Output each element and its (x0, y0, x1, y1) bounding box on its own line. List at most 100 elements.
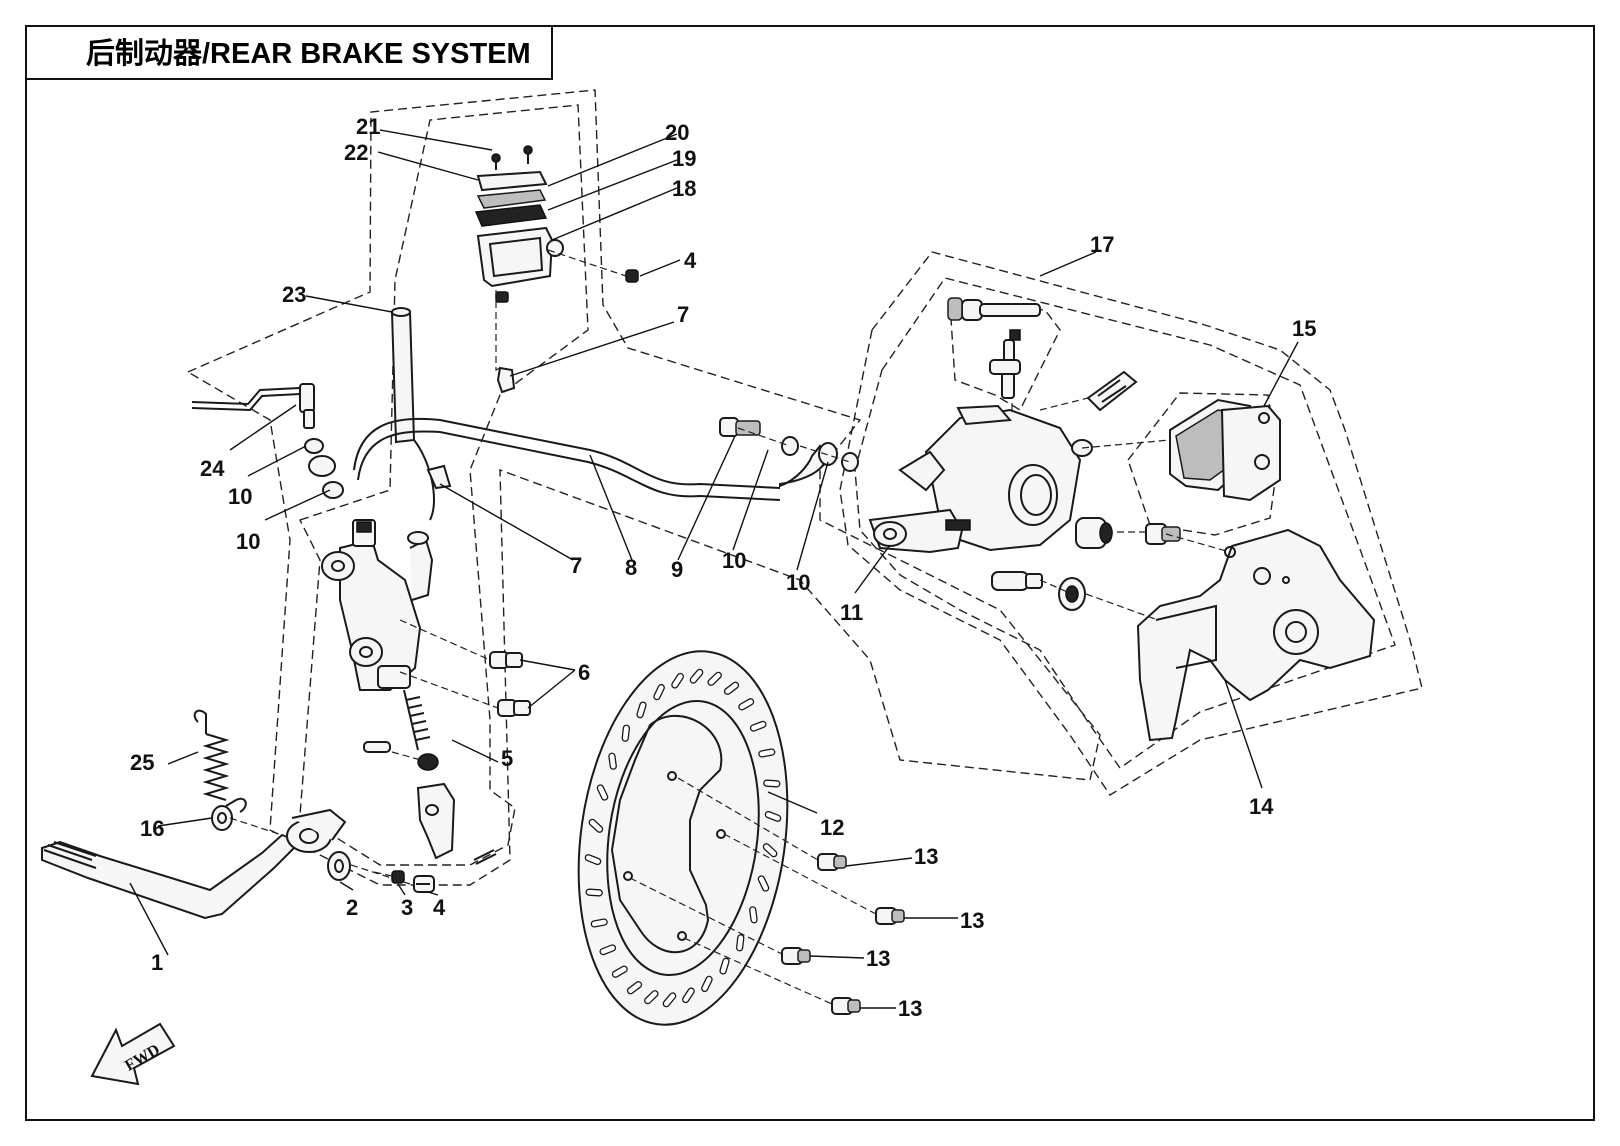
banjo-bolt (719, 417, 761, 437)
callout-15: 15 (1292, 316, 1316, 341)
disc-vent-slot (644, 990, 659, 1005)
disc-vent-slots (584, 668, 782, 1008)
master-cylinder (321, 519, 497, 865)
disc-vent-slot (636, 701, 647, 719)
disc-vent-slot (749, 906, 758, 924)
pin-boundary (949, 303, 1061, 411)
callout-10-switch-b: 10 (236, 529, 260, 554)
copper-washer-b (322, 481, 344, 499)
brake-light-switch (191, 383, 315, 429)
callout-8: 8 (625, 555, 637, 580)
caliper-bracket (1136, 528, 1376, 742)
disc-vent-slot (588, 818, 604, 833)
reservoir-assembly (474, 145, 564, 303)
disc-vent-slot (611, 965, 628, 978)
disc-vent-slot (662, 992, 677, 1008)
callout-4-pedal: 4 (433, 895, 446, 920)
disc-vent-slot (585, 888, 603, 897)
reservoir-hose (390, 307, 435, 521)
master-cylinder-boundary-inner (299, 104, 589, 866)
washer-2-hole (334, 859, 344, 873)
diagram-frame (25, 25, 1595, 1121)
disc-bolt-1 (817, 853, 847, 871)
callout-21: 21 (356, 114, 380, 139)
callout-17: 17 (1090, 232, 1114, 257)
callout-25: 25 (130, 750, 154, 775)
disc-vent-slot (689, 668, 704, 684)
copper-washer-d (841, 452, 859, 472)
title-box (25, 25, 553, 80)
brake-pedal (41, 808, 347, 920)
callout-18: 18 (672, 176, 696, 201)
fwd-arrow: FWD (90, 1022, 176, 1086)
master-cylinder-boundary-outer (186, 89, 1101, 886)
disc-vent-slot (757, 875, 770, 892)
callout-2: 2 (346, 895, 358, 920)
disc-vent-slot (653, 683, 665, 701)
disc-vent-slot (763, 779, 781, 788)
disc-vent-slot (621, 724, 631, 742)
callout-labels: 1 2 3 4 4 5 6 7 7 8 9 10 10 10 10 11 12 … (130, 114, 1316, 1021)
callout-4-reservoir: 4 (684, 248, 697, 273)
callout-10-hose: 10 (722, 548, 746, 573)
callout-23: 23 (282, 282, 306, 307)
leader-lines (129, 129, 1299, 1009)
callout-5: 5 (501, 746, 513, 771)
return-spring (193, 709, 247, 813)
disc-vent-slot (590, 918, 608, 928)
disc-vent-slot (596, 784, 609, 801)
washer-16-hole (217, 812, 227, 824)
caliper-boundary-inner (854, 277, 1396, 769)
copper-washer-a (304, 438, 324, 454)
washer-2 (327, 851, 351, 881)
diagram-title: 后制动器/REAR BRAKE SYSTEM (86, 37, 531, 70)
disc-vent-slot (735, 934, 745, 952)
callout-10-caliper: 10 (786, 570, 810, 595)
disc-vent-slot (749, 720, 767, 732)
callout-13-b: 13 (960, 908, 984, 933)
nut-3 (391, 870, 405, 884)
disc-vent-slot (764, 810, 782, 822)
disc-vent-slot (626, 981, 643, 995)
disc-bolt-4 (831, 997, 861, 1015)
nut-4-reservoir (625, 269, 639, 283)
banjo-fitting-right (818, 442, 838, 466)
brake-pads (1169, 398, 1281, 502)
callout-11: 11 (840, 600, 863, 625)
callout-6: 6 (578, 660, 590, 685)
pin-cap (947, 297, 963, 321)
callout-20: 20 (665, 120, 689, 145)
callout-12: 12 (820, 815, 844, 840)
washer-16 (211, 805, 233, 831)
disc-vent-slot (682, 987, 695, 1004)
master-cylinder-bolt-lower (497, 699, 531, 717)
callout-13-d: 13 (898, 996, 922, 1021)
brake-disc (577, 650, 789, 1026)
master-cylinder-bolt-upper (489, 651, 523, 669)
hose-clamp-upper (496, 366, 516, 394)
disc-vent-slot (719, 957, 730, 975)
disc-vent-slot (599, 944, 617, 956)
caliper-mount-bolt (1145, 523, 1181, 545)
disc-vent-slot (671, 672, 684, 689)
callout-24: 24 (200, 456, 225, 481)
disc-vent-slot (762, 843, 778, 858)
caliper-slide-pin (961, 299, 1041, 375)
callout-3: 3 (401, 895, 413, 920)
callout-16: 16 (140, 816, 164, 841)
caliper-sleeve (1075, 517, 1113, 549)
pad-spring (1086, 370, 1138, 412)
callout-13-a: 13 (914, 844, 938, 869)
callout-7-upper: 7 (677, 302, 689, 327)
disc-bolt-2 (875, 907, 905, 925)
callout-22: 22 (344, 140, 368, 165)
pedal-pivot-bolt (413, 875, 435, 893)
caliper-guide-pin (991, 571, 1043, 591)
brake-caliper (868, 404, 1093, 554)
disc-vent-slot (608, 752, 617, 770)
callout-13-c: 13 (866, 946, 890, 971)
callout-14: 14 (1249, 794, 1274, 819)
disc-vent-slot (758, 748, 776, 758)
callout-19: 19 (672, 146, 696, 171)
